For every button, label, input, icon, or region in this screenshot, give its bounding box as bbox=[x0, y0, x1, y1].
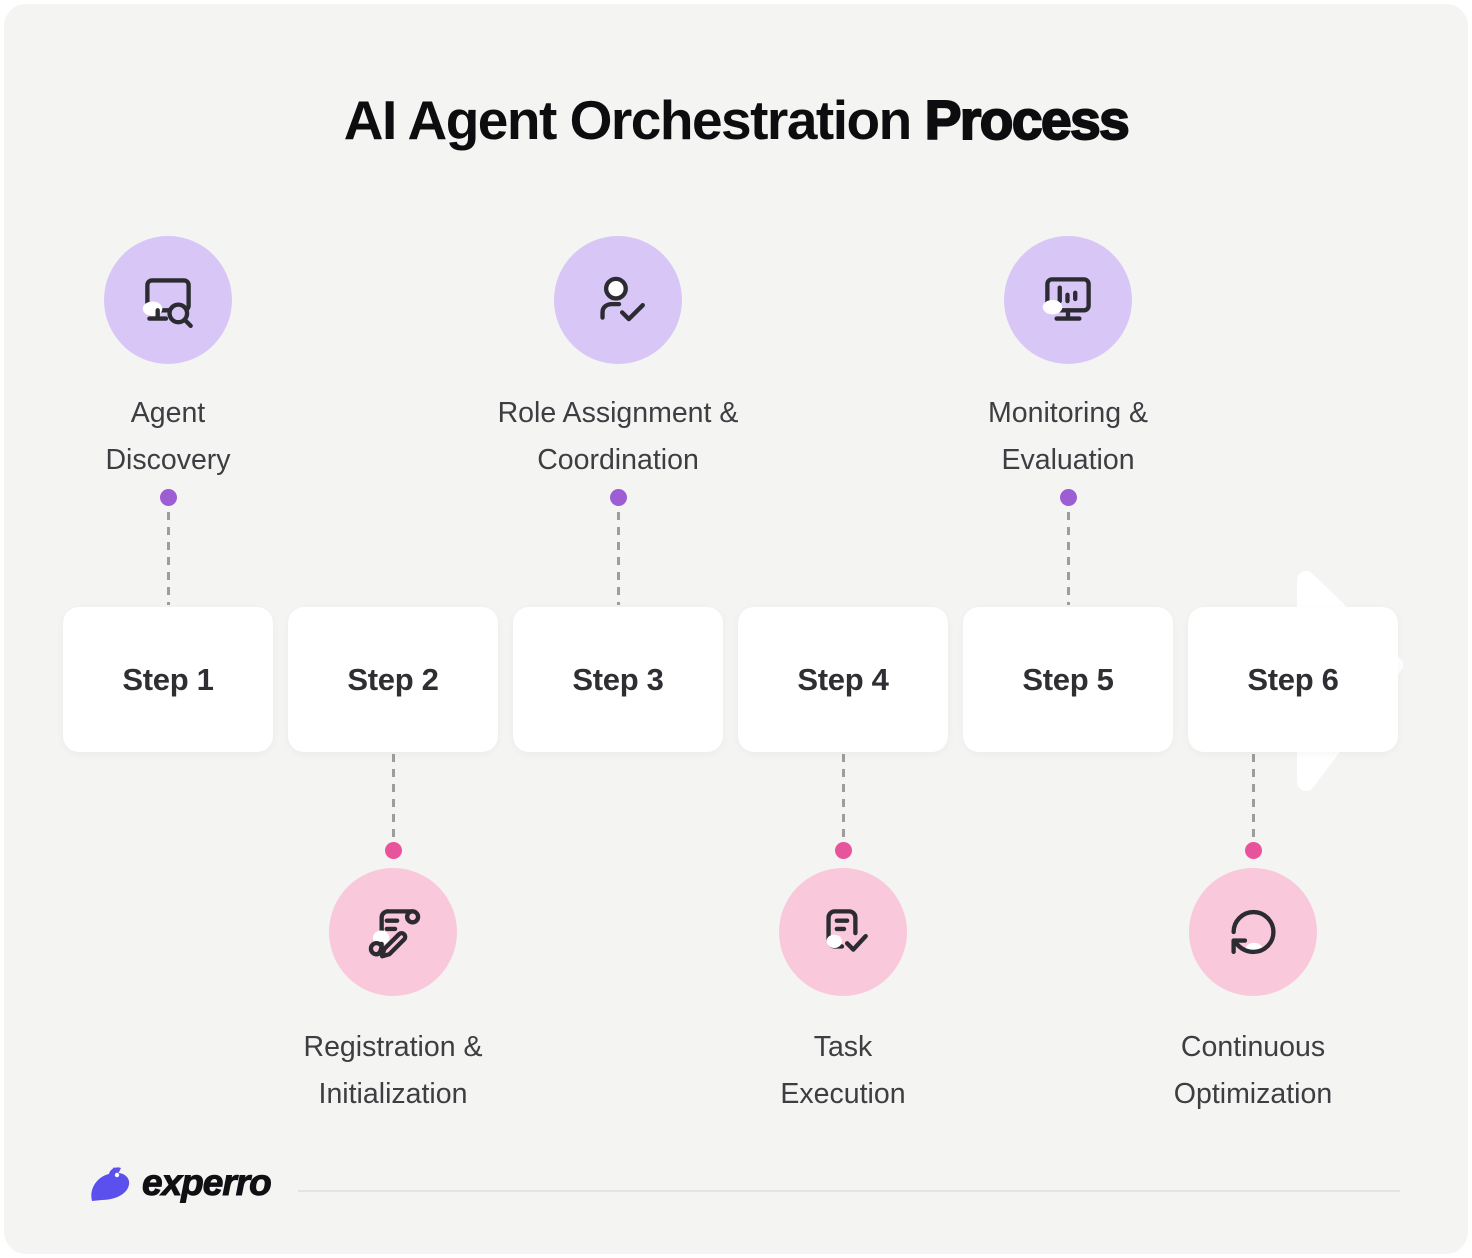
connector-line bbox=[1252, 754, 1255, 839]
monitor-chart-icon bbox=[1042, 277, 1091, 321]
registration-circle bbox=[329, 868, 457, 996]
monitor-search-icon bbox=[142, 278, 193, 328]
connector-line bbox=[842, 754, 845, 839]
step-card-4: Step 4 bbox=[738, 607, 948, 752]
registration-label: Registration & Initialization bbox=[303, 1031, 483, 1110]
step-card-3: Step 3 bbox=[513, 607, 723, 752]
task-execution-circle bbox=[779, 868, 907, 996]
role-assignment-label: Role Assignment & Coordination bbox=[497, 397, 739, 476]
step-card-5: Step 5 bbox=[963, 607, 1173, 752]
task-execution-label: Task Execution bbox=[780, 1031, 906, 1110]
brand-name: experro bbox=[142, 1162, 273, 1204]
monitoring-label: Monitoring & Evaluation bbox=[988, 397, 1148, 476]
connector-dot bbox=[1060, 489, 1077, 506]
agent-discovery-label: Agent Discovery bbox=[105, 397, 231, 476]
connector-dot bbox=[385, 842, 402, 859]
page-title-bold: Process bbox=[924, 88, 1131, 152]
connector-dot bbox=[160, 489, 177, 506]
step-card-6: Step 6 bbox=[1188, 607, 1398, 752]
monitoring-circle bbox=[1004, 236, 1132, 364]
file-check-icon bbox=[826, 909, 868, 952]
connector-line bbox=[167, 512, 170, 605]
role-assignment-circle bbox=[554, 236, 682, 364]
step-card-1: Step 1 bbox=[63, 607, 273, 752]
connector-dot bbox=[1245, 842, 1262, 859]
user-check-icon bbox=[600, 276, 645, 322]
connector-dot bbox=[835, 842, 852, 859]
step-card-2: Step 2 bbox=[288, 607, 498, 752]
refresh-icon bbox=[1231, 909, 1276, 955]
scroll-edit-icon bbox=[368, 909, 421, 959]
page-title-regular: AI Agent Orchestration bbox=[343, 89, 912, 151]
connector-line bbox=[392, 754, 395, 839]
experro-bird-icon bbox=[91, 1167, 130, 1201]
optimization-circle bbox=[1189, 868, 1317, 996]
connector-line bbox=[1067, 512, 1070, 605]
optimization-label: Continuous Optimization bbox=[1173, 1031, 1333, 1110]
connector-line bbox=[617, 512, 620, 605]
connector-dot bbox=[610, 489, 627, 506]
footer-divider bbox=[298, 1190, 1400, 1192]
brand-logo: experro bbox=[88, 1160, 273, 1206]
agent-discovery-circle bbox=[104, 236, 232, 364]
